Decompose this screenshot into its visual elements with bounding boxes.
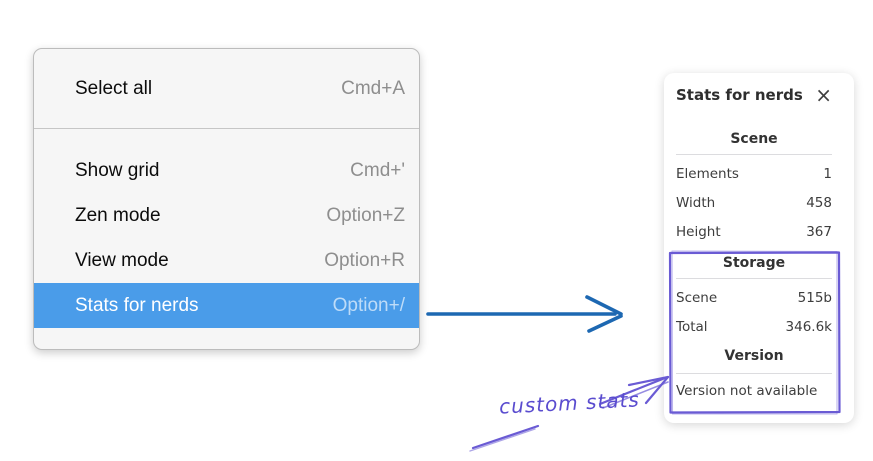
section-divider <box>676 373 832 374</box>
menu-item-shortcut: Cmd+A <box>341 77 405 99</box>
stats-section-heading: Storage <box>722 255 786 271</box>
stats-section-heading: Version <box>724 348 784 364</box>
menu-item-select-all[interactable]: Select all Cmd+A <box>34 67 419 110</box>
menu-item-zen-mode[interactable]: Zen mode Option+Z <box>34 193 419 238</box>
stats-row-label: Height <box>676 224 721 240</box>
menu-section: Select all Cmd+A <box>34 49 419 128</box>
stats-panel-header: Stats for nerds × <box>676 85 832 105</box>
section-divider <box>676 154 832 155</box>
menu-item-label: Select all <box>75 77 153 99</box>
stats-row-value: 458 <box>806 195 832 211</box>
annotation-arrow <box>469 375 670 452</box>
menu-item-label: Show grid <box>75 159 160 181</box>
stats-row-value: 346.6k <box>785 319 832 335</box>
stats-row-label: Elements <box>676 166 739 182</box>
stats-row-elements: Elements 1 <box>676 160 832 189</box>
menu-item-label: Zen mode <box>75 204 161 226</box>
stats-row-total: Total 346.6k <box>676 313 832 342</box>
menu-item-stats-for-nerds[interactable]: Stats for nerds Option+/ <box>34 283 419 328</box>
close-icon[interactable]: × <box>815 83 832 107</box>
stats-section-heading: Scene <box>730 131 778 147</box>
menu-item-shortcut: Option+/ <box>332 294 405 316</box>
stats-row-label: Scene <box>676 290 718 306</box>
menu-item-shortcut: Option+R <box>324 249 405 271</box>
stats-row-label: Total <box>676 319 708 335</box>
stats-row-width: Width 458 <box>676 189 832 218</box>
annotation-box <box>668 250 841 415</box>
stats-row-label: Width <box>676 195 716 211</box>
stats-row-value: 367 <box>806 224 832 240</box>
menu-item-show-grid[interactable]: Show grid Cmd+' <box>34 148 419 193</box>
stats-row-height: Height 367 <box>676 218 832 247</box>
menu-item-label: Stats for nerds <box>75 294 199 316</box>
section-divider <box>676 278 832 279</box>
version-note: Version not available <box>676 383 818 399</box>
menu-item-view-mode[interactable]: View mode Option+R <box>34 238 419 283</box>
pointer-arrow <box>426 295 623 333</box>
stats-row-scene: Scene 515b <box>676 284 832 313</box>
menu-item-label: View mode <box>75 249 169 271</box>
stats-row-value: 1 <box>823 166 832 182</box>
menu-item-shortcut: Cmd+' <box>350 159 405 181</box>
menu-item-shortcut: Option+Z <box>326 204 405 226</box>
stats-row-value: 515b <box>797 290 832 306</box>
stats-panel-title: Stats for nerds <box>676 86 803 104</box>
